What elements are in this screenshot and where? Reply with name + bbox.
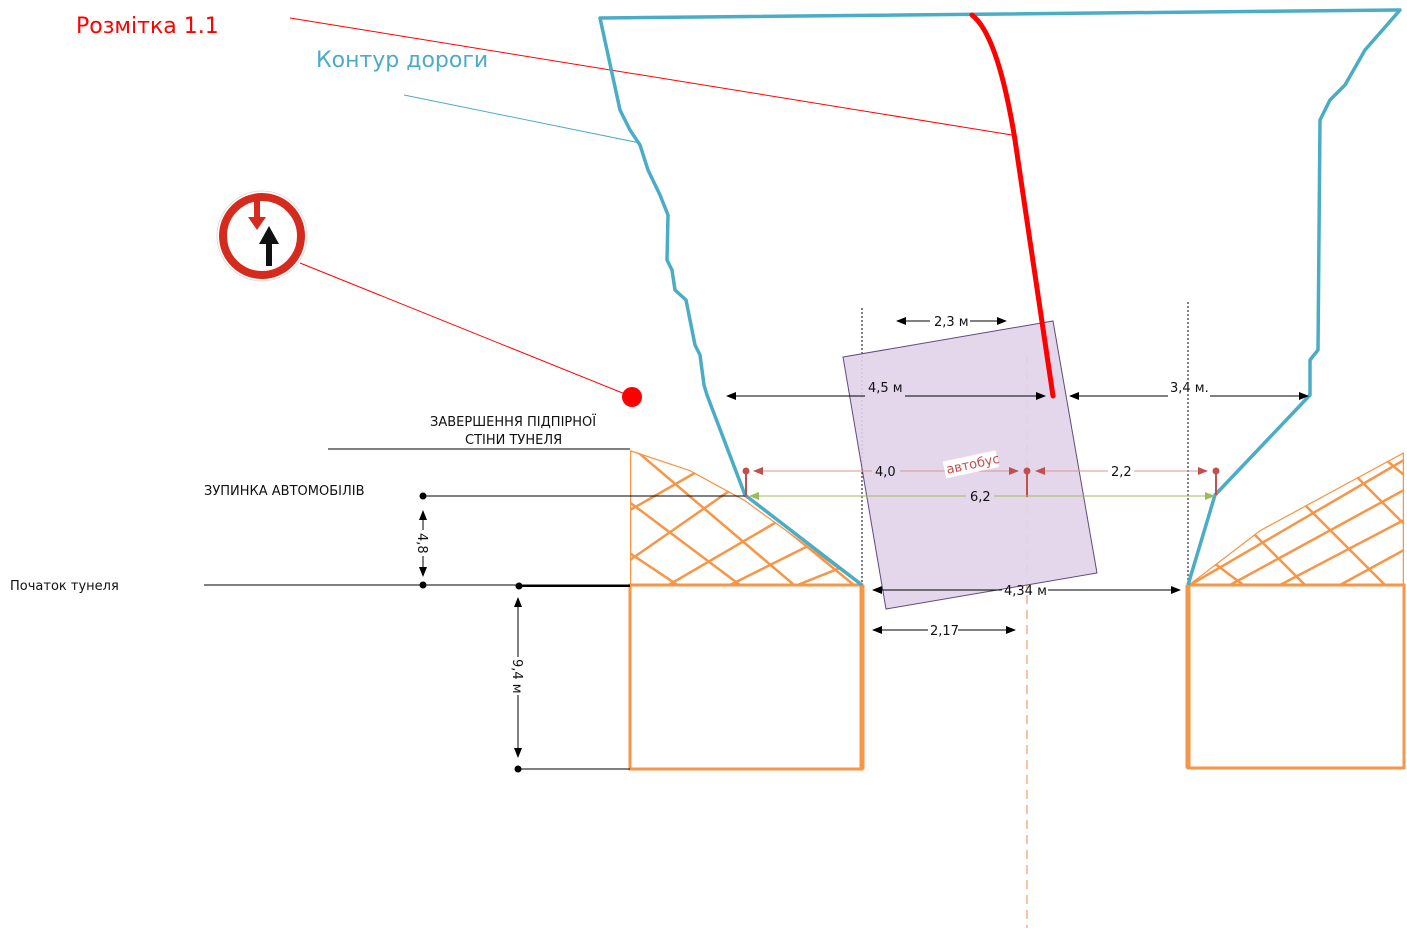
marking-leader-line [289, 17, 1013, 136]
sign-leader-line [299, 262, 631, 397]
dim-right-gap: 3,4 м. [1170, 381, 1209, 396]
legend-road-contour: Контур дороги [316, 48, 488, 73]
retaining-wall-label-1: ЗАВЕРШЕННЯ ПІДПІРНОЇ [430, 414, 596, 430]
dim-wall-length: 9,4 м [509, 659, 524, 694]
dim-half-tunnel: 2,17 [930, 624, 959, 639]
dim-tunnel-width: 4,34 м [1004, 584, 1047, 599]
priority-over-oncoming-sign-icon [216, 190, 308, 282]
road-contour [598, 8, 1402, 586]
dim-center-to-right: 2,2 [1111, 465, 1132, 480]
right-tunnel-wall [1186, 583, 1406, 770]
left-retaining-wall-hatch [630, 450, 862, 585]
road-marking-1-1 [969, 12, 1056, 399]
tunnel-start-label: Початок тунеля [10, 579, 119, 594]
dim-stop-offset: 4,8 [414, 533, 429, 554]
dim-left-to-center: 4,0 [875, 465, 896, 480]
legend-marking: Розмітка 1.1 [76, 14, 219, 39]
dim-bus-width: 2,3 м [934, 315, 969, 330]
retaining-wall-label-2: СТІНИ ТУНЕЛЯ [465, 433, 562, 448]
road-contour-leader-line [403, 94, 641, 144]
left-tunnel-wall [628, 583, 864, 771]
dim-total-width: 6,2 [970, 490, 991, 505]
dim-left-gap: 4,5 м [868, 381, 903, 396]
right-retaining-wall-hatch [1188, 452, 1404, 585]
sign-location-marker [622, 387, 642, 407]
car-stop-label: ЗУПИНКА АВТОМОБІЛІВ [204, 484, 365, 499]
